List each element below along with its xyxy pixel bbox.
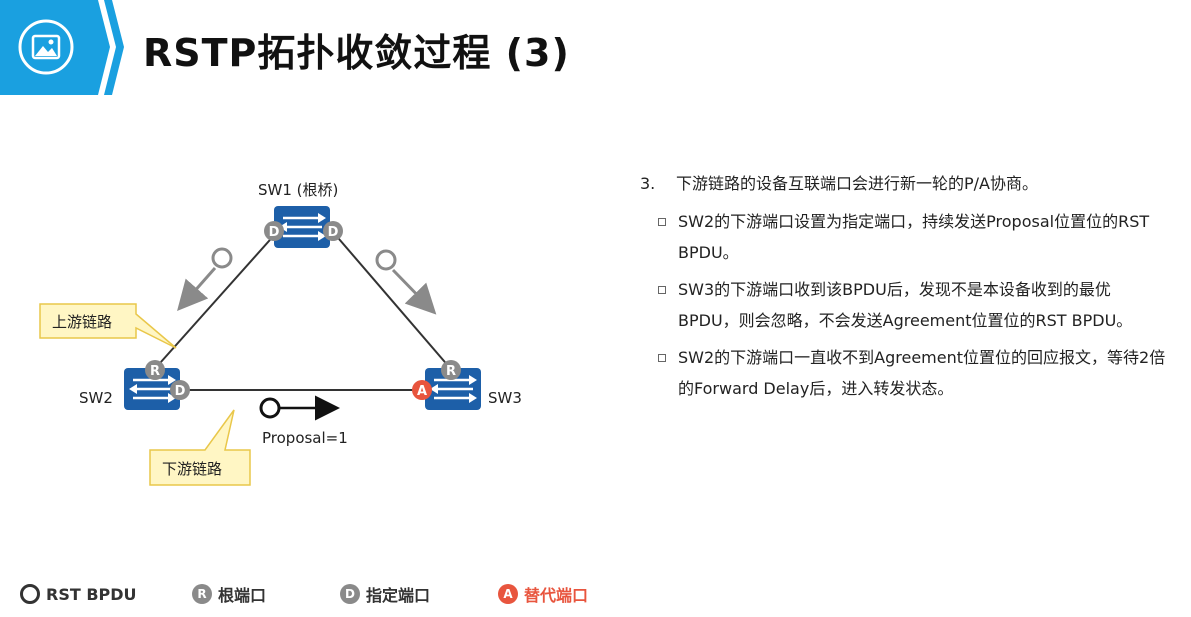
designated-port-badge-icon: D	[340, 584, 360, 604]
sw1-label: SW1 (根桥)	[258, 181, 338, 199]
bpdu-arrow-sw1-sw2	[177, 247, 233, 311]
bpdu-arrow-sw1-sw3	[375, 249, 437, 315]
sw3-port-a: A	[412, 380, 432, 400]
bullet-square-icon	[640, 274, 666, 336]
switch-sw3-icon	[425, 368, 481, 410]
topology-diagram: Proposal=1 SW1 (根桥) D D SW2 R D SW3	[39, 181, 522, 486]
explanation-panel: 3. 下游链路的设备互联端口会进行新一轮的P/A协商。 SW2的下游端口设置为指…	[640, 172, 1180, 410]
svg-text:A: A	[417, 384, 427, 399]
upstream-callout: 上游链路	[39, 303, 177, 349]
svg-text:D: D	[269, 225, 280, 240]
bullet-text: SW3的下游端口收到该BPDU后，发现不是本设备收到的最优BPDU，则会忽略，不…	[678, 280, 1133, 330]
link-sw1-sw3	[332, 231, 451, 369]
bullet-text: SW2的下游端口设置为指定端口，持续发送Proposal位置位的RST BPDU…	[678, 212, 1150, 262]
switch-sw1-icon	[274, 206, 330, 248]
bullet-item: SW2的下游端口一直收不到Agreement位置位的回应报文，等待2倍的Forw…	[640, 342, 1180, 404]
svg-text:R: R	[446, 364, 456, 379]
svg-text:上游链路: 上游链路	[52, 313, 112, 331]
title-banner	[0, 0, 124, 95]
link-sw1-sw2	[151, 231, 278, 373]
step-3: 3. 下游链路的设备互联端口会进行新一轮的P/A协商。	[640, 172, 1180, 196]
root-port-badge-icon: R	[192, 584, 212, 604]
switch-sw2-icon	[124, 368, 180, 410]
svg-text:D: D	[175, 384, 186, 399]
sw2-port-r: R	[145, 360, 165, 380]
proposal-bpdu	[259, 395, 340, 421]
downstream-callout: 下游链路	[149, 409, 251, 486]
alternate-port-badge-icon: A	[498, 584, 518, 604]
sw3-port-r: R	[441, 360, 461, 380]
bullet-square-icon	[640, 342, 666, 404]
page-title: RSTP拓扑收敛过程 (3)	[143, 31, 570, 75]
legend: RST BPDU R 根端口 D 指定端口 A 替代端口	[20, 580, 660, 610]
legend-root-port: R 根端口	[192, 580, 266, 608]
svg-text:R: R	[150, 364, 160, 379]
sw1-port-d-left: D	[264, 221, 284, 241]
sw3-label: SW3	[488, 389, 522, 407]
svg-text:D: D	[328, 225, 339, 240]
bullet-item: SW3的下游端口收到该BPDU后，发现不是本设备收到的最优BPDU，则会忽略，不…	[640, 274, 1180, 336]
sw2-label: SW2	[79, 389, 113, 407]
bullet-item: SW2的下游端口设置为指定端口，持续发送Proposal位置位的RST BPDU…	[640, 206, 1180, 268]
bullet-text: SW2的下游端口一直收不到Agreement位置位的回应报文，等待2倍的Forw…	[678, 348, 1166, 398]
legend-designated-port: D 指定端口	[340, 580, 430, 608]
image-icon	[18, 19, 74, 75]
step-text: 下游链路的设备互联端口会进行新一轮的P/A协商。	[676, 174, 1038, 193]
bullet-square-icon	[640, 206, 666, 268]
rst-bpdu-ring-icon	[20, 584, 40, 604]
sw2-port-d: D	[170, 380, 190, 400]
legend-rst-bpdu: RST BPDU	[20, 580, 137, 608]
sw1-port-d-right: D	[323, 221, 343, 241]
svg-text:下游链路: 下游链路	[162, 460, 222, 478]
step-number: 3.	[640, 174, 656, 193]
proposal-label: Proposal=1	[262, 429, 348, 447]
legend-alternate-port: A 替代端口	[498, 580, 588, 608]
